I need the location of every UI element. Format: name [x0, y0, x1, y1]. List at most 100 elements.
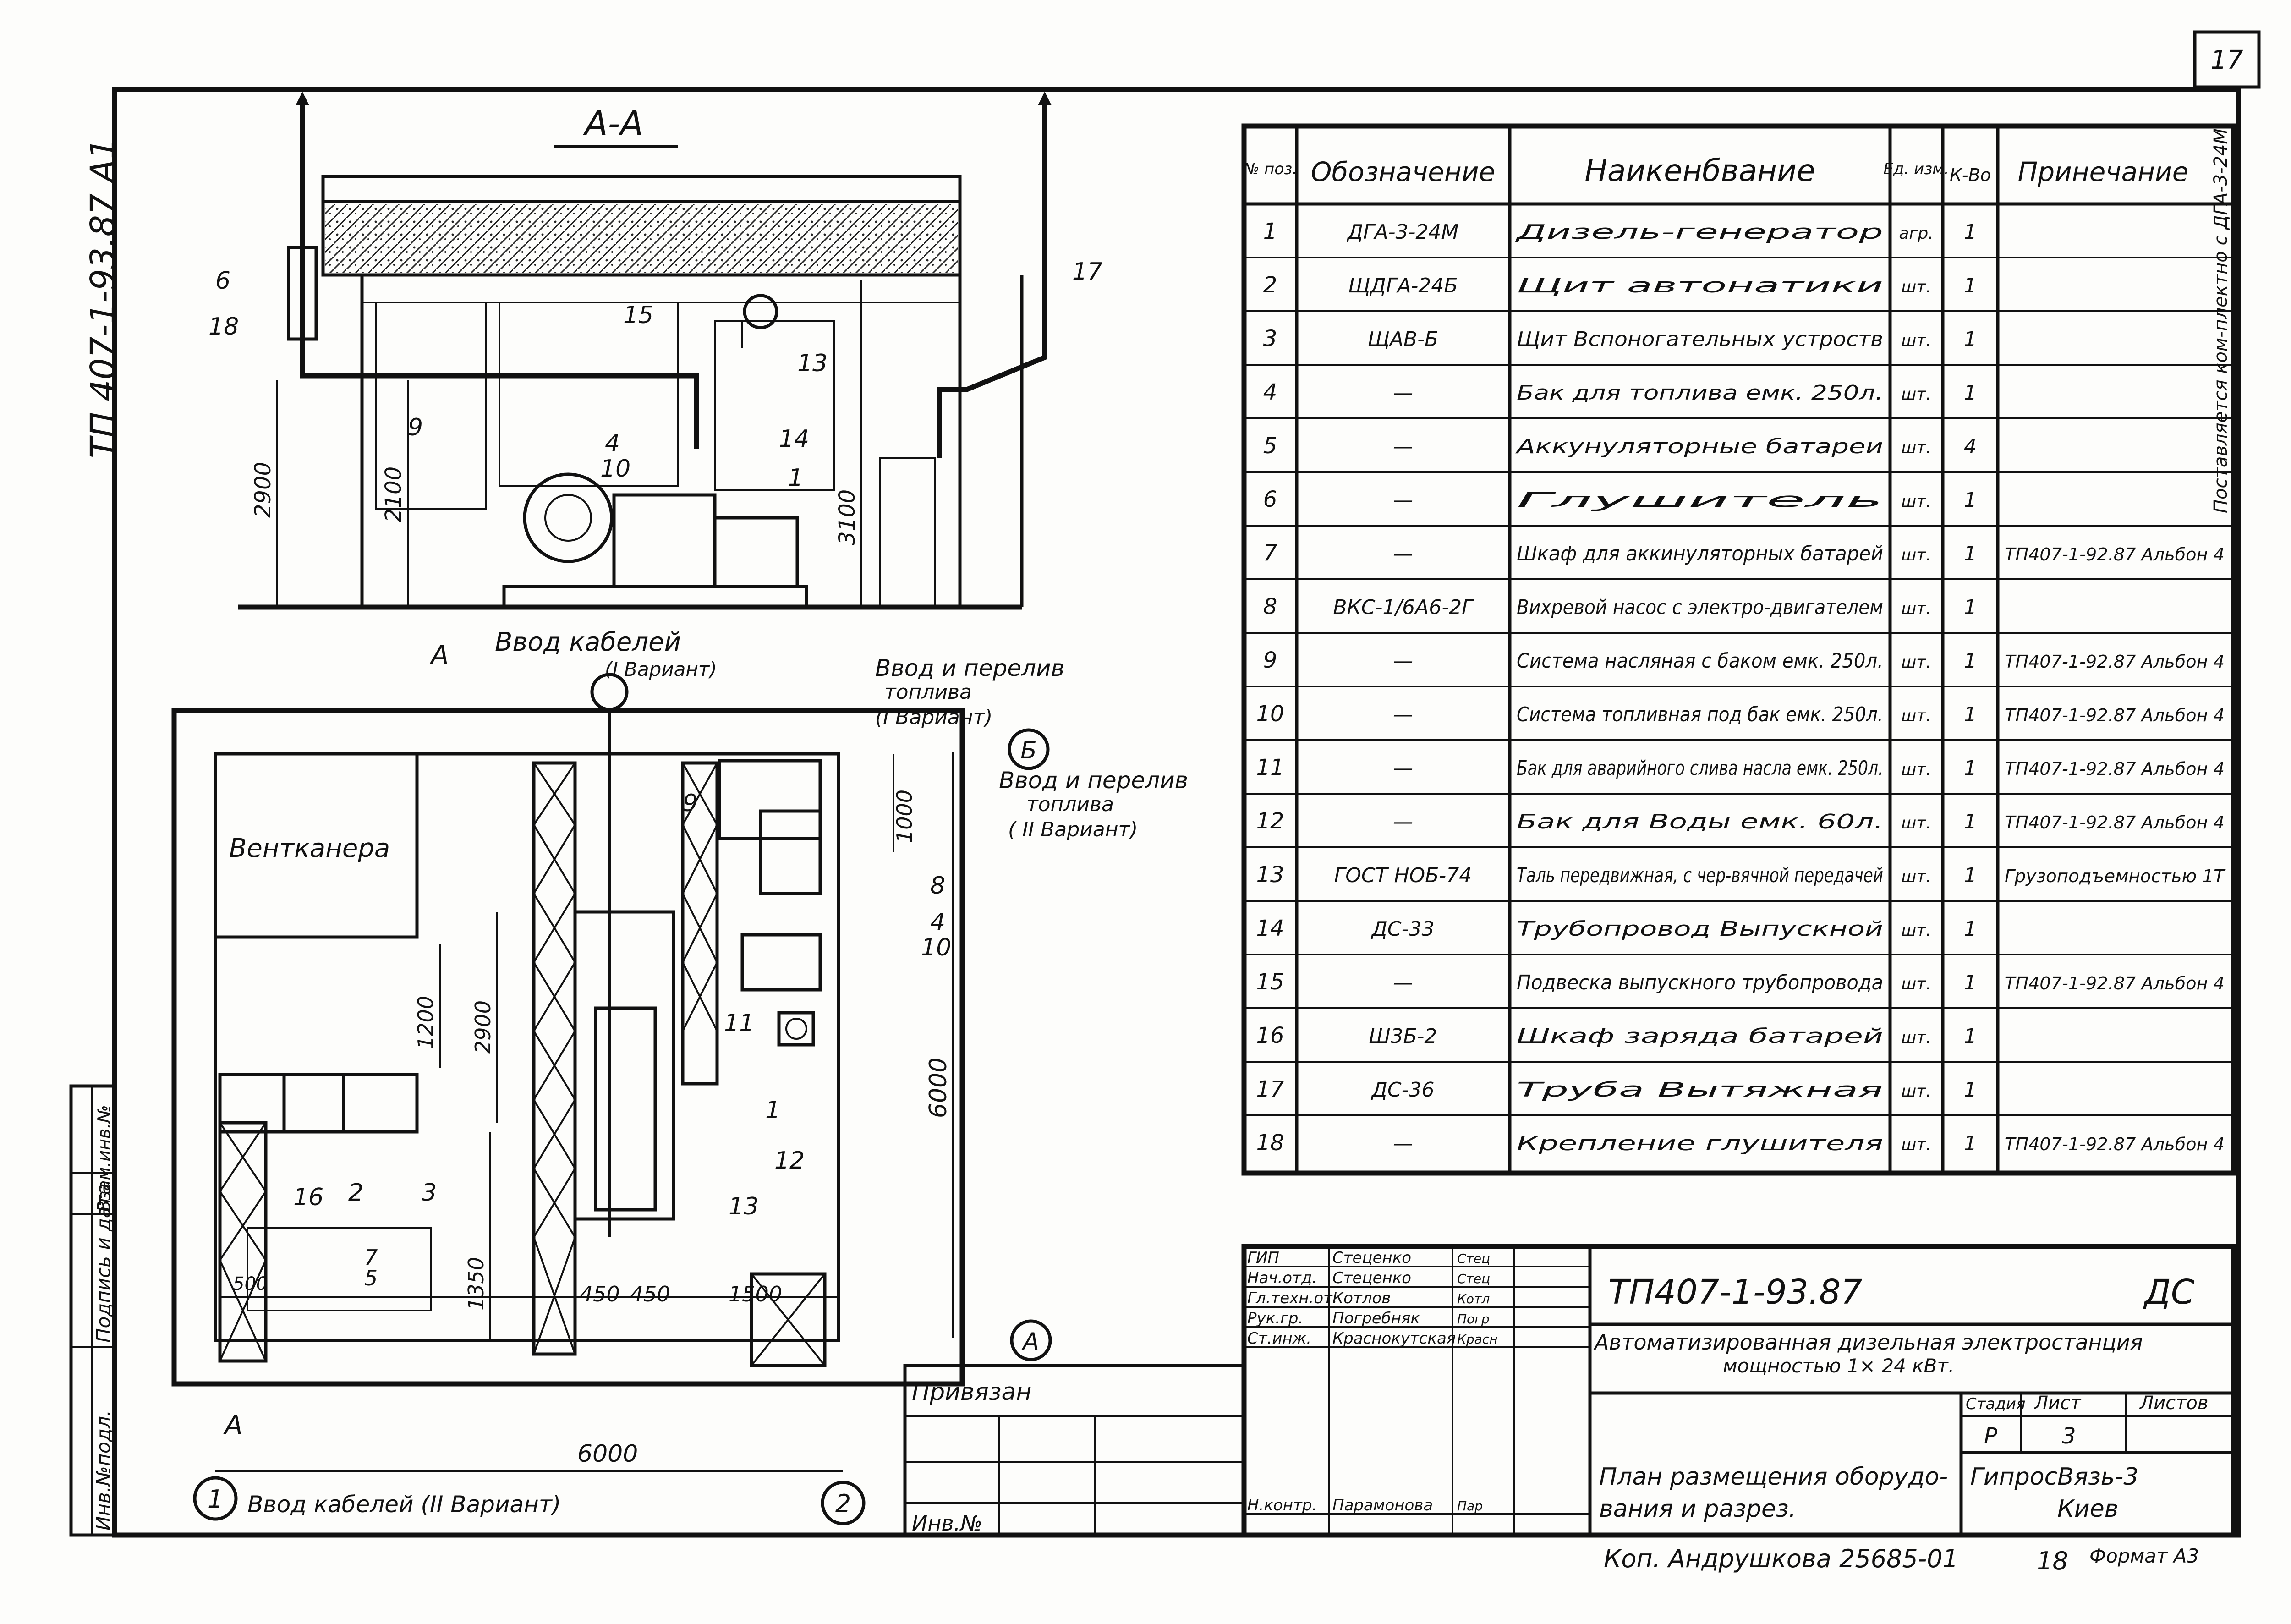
section-title: А-А	[583, 104, 643, 143]
section-callout-1: 1	[788, 464, 803, 492]
spec-row-pos: 15	[1256, 969, 1284, 995]
plan-callout-16: 16	[293, 1184, 323, 1211]
plan-callout-3: 3	[422, 1179, 437, 1207]
spec-row-qty: 1	[1964, 542, 1977, 565]
spec-row-designation: ЩДГА-24Б	[1348, 274, 1458, 297]
spec-row-name: Глушитель	[1517, 488, 1883, 512]
section-callout-15: 15	[623, 302, 653, 329]
section-callout-17: 17	[1072, 258, 1102, 285]
plan-dim-6000-h: 6000	[577, 1440, 638, 1468]
spec-row-pos: 8	[1263, 594, 1277, 620]
spec-row-pos: 12	[1256, 808, 1284, 834]
plan-dim-1350: 1350	[464, 1257, 488, 1311]
hdr-note: Принечание	[2018, 156, 2189, 187]
plan-callout-10: 10	[921, 934, 951, 961]
hdr-unit: Ед. изм.	[1883, 160, 1949, 178]
spec-row-name: Крепление глушителя	[1517, 1132, 1883, 1155]
spec-row-name: Дизель-генератор	[1515, 220, 1883, 244]
role-title: Нач.отд.	[1247, 1269, 1317, 1287]
spec-row-unit: шт.	[1901, 760, 1931, 779]
spec-row-note: Грузоподъемностью 1Т	[2005, 866, 2226, 886]
inv-label: Инв.№	[912, 1511, 982, 1536]
spec-row-qty: 1	[1964, 381, 1977, 405]
spec-row-unit: шт.	[1901, 867, 1931, 886]
binding-block: Привязан Инв.№	[903, 1364, 1246, 1537]
spec-row-name: Бак для Воды емк. 60л.	[1517, 810, 1883, 834]
spec-row-designation: —	[1393, 703, 1413, 726]
plan-callout-12: 12	[774, 1147, 805, 1174]
plan-callout-7: 7	[364, 1245, 378, 1270]
fuel-entry-2-variant: ( II Вариант)	[1008, 818, 1138, 841]
spec-row-designation: —	[1393, 810, 1413, 834]
spec-row-pos: 17	[1256, 1076, 1284, 1102]
spec-row-unit: шт.	[1901, 439, 1931, 457]
spec-row-name: Шкаф заряда батарей	[1517, 1025, 1883, 1048]
spec-row-name: Щит Вспоногательных устроств	[1517, 328, 1883, 351]
plan-callout-9: 9	[683, 790, 698, 817]
plan-callout-1: 1	[765, 1097, 780, 1124]
section-callout-6: 6	[215, 267, 230, 295]
spec-row-unit: шт.	[1901, 599, 1931, 618]
spec-row-qty: 1	[1964, 649, 1977, 673]
plan-callout-5: 5	[364, 1266, 378, 1290]
spec-row-qty: 1	[1964, 864, 1977, 887]
plan-dim-450a: 450	[580, 1282, 620, 1306]
spec-row-designation: —	[1393, 435, 1413, 458]
spec-row-unit: шт.	[1901, 331, 1931, 350]
role-title: Н.контр.	[1247, 1496, 1317, 1514]
spec-row-qty: 1	[1964, 596, 1977, 619]
spec-row-designation: ДС-36	[1371, 1078, 1435, 1102]
spec-row-name: Щит автонатики	[1517, 274, 1883, 297]
spec-row-qty: 1	[1964, 1025, 1977, 1048]
role-title: Ст.инж.	[1247, 1329, 1311, 1348]
spec-row-note: ТП407-1-92.87 Альбон 4	[2005, 652, 2225, 672]
spec-row-pos: 16	[1256, 1023, 1284, 1048]
spec-row-pos: 3	[1263, 326, 1277, 351]
plan-dim-2900: 2900	[471, 1000, 495, 1054]
spec-row-pos: 7	[1263, 540, 1277, 566]
tb-project: Автоматизированная дизельная электростан…	[1593, 1330, 2143, 1355]
spec-row-name: Бак для топлива емк. 250л.	[1517, 381, 1883, 405]
plan-callout-11: 11	[724, 1010, 754, 1037]
spec-row-designation: Ш3Б-2	[1369, 1025, 1437, 1048]
section-callout-14: 14	[779, 425, 809, 453]
spec-row-designation: ЩАВ-Б	[1368, 328, 1438, 351]
role-title: ГИП	[1247, 1249, 1279, 1267]
hdr-qty: К-Во	[1950, 165, 1991, 185]
spec-row-designation: —	[1393, 649, 1413, 673]
spec-row-name: Система топливная под бак емк. 250л.	[1517, 703, 1883, 726]
hdr-name: Наикенбвание	[1584, 153, 1815, 188]
tb-project-line2: мощностью 1× 24 кВт.	[1723, 1355, 1954, 1377]
spec-row-name: Труба Вытяжная	[1517, 1078, 1883, 1102]
spec-row-unit: шт.	[1901, 975, 1931, 993]
spec-row-unit: шт.	[1901, 1082, 1931, 1101]
fuel-entry-1-line2: топлива	[884, 680, 972, 704]
spec-row-unit: шт.	[1901, 278, 1931, 296]
spec-row-unit: шт.	[1901, 546, 1931, 565]
spec-row-designation: ДС-33	[1371, 917, 1435, 941]
spec-row-pos: 18	[1256, 1130, 1284, 1156]
role-signature: Пар	[1457, 1498, 1483, 1514]
section-callout-13: 13	[797, 350, 828, 377]
spec-row-note: ТП407-1-92.87 Альбон 4	[2005, 705, 2225, 725]
section-mark-bottom: А	[223, 1410, 243, 1441]
spec-row-designation: ГОСТ НОБ-74	[1334, 864, 1472, 887]
plan-dim-1200: 1200	[413, 996, 438, 1049]
section-callout-18: 18	[208, 313, 239, 340]
spec-row-note: ТП407-1-92.87 Альбон 4	[2005, 812, 2225, 833]
spec-row-pos: 14	[1256, 916, 1284, 941]
svg-text:А: А	[1021, 1328, 1039, 1355]
spec-row-designation: —	[1393, 971, 1413, 994]
role-person: Котлов	[1332, 1289, 1391, 1307]
copy-line: Коп. Андрушкова 25685-01	[1604, 1544, 1958, 1573]
spec-row-qty: 1	[1964, 328, 1977, 351]
tb-mark: ДС	[2143, 1273, 2195, 1312]
tb-stage-label: Стадия	[1966, 1395, 2025, 1413]
spec-row-qty: 1	[1964, 274, 1977, 297]
spec-row-qty: 1	[1964, 757, 1977, 780]
spec-row-unit: шт.	[1901, 1028, 1931, 1047]
plan-dim-1000: 1000	[892, 790, 917, 843]
axis-2	[821, 1481, 866, 1525]
engine-flywheel	[523, 472, 614, 563]
